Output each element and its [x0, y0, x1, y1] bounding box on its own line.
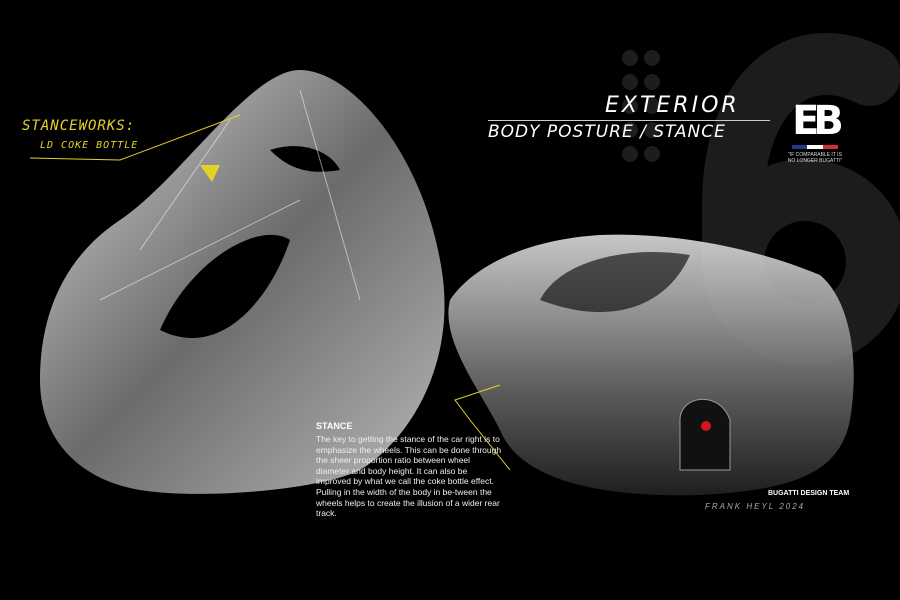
eb-logo-mark: EB: [792, 98, 844, 144]
design-team-credit: BUGATTI DESIGN TEAM: [768, 490, 850, 497]
stance-heading: STANCE: [316, 421, 353, 431]
designer-signature: FRANK HEYL 2024: [705, 502, 806, 511]
title-divider: [488, 120, 770, 121]
stance-description: The key to getting the stance of the car…: [316, 434, 502, 519]
section-subtitle: BODY POSTURE / STANCE: [488, 122, 726, 142]
section-title: EXTERIOR: [605, 93, 740, 118]
decorative-dots: [622, 50, 666, 170]
front-view-car-sketch: [448, 234, 854, 496]
bugatti-logo: EB "IF COMPARABLE IT IS NO LONGER BUGATT…: [785, 100, 845, 164]
french-flag-stripe: [792, 145, 838, 149]
annotation-subtitle: LD COKE BOTTLE: [40, 140, 139, 151]
yellow-annotation-lines: [29, 114, 511, 471]
top-view-car-sketch: [40, 70, 445, 494]
logo-quote: "IF COMPARABLE IT IS NO LONGER BUGATTI": [787, 152, 843, 164]
annotation-title: STANCEWORKS:: [22, 118, 136, 134]
arrow-icon: [200, 165, 220, 182]
bugatti-badge: [701, 421, 711, 431]
